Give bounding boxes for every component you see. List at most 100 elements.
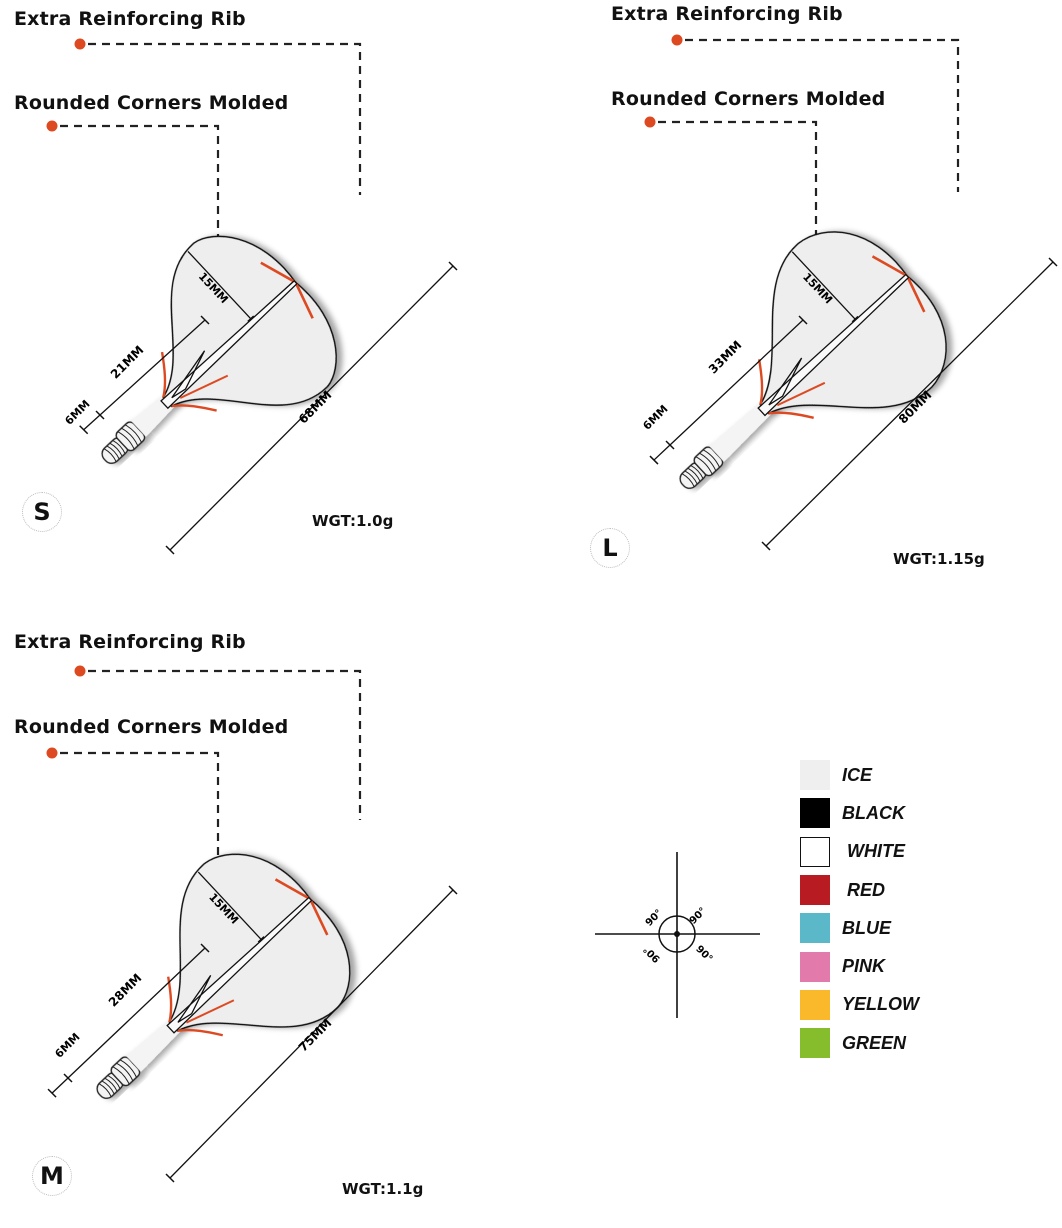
- legend-label: YELLOW: [842, 994, 919, 1015]
- thread-length-label: 6MM: [52, 1030, 82, 1060]
- collar-ring: [124, 424, 142, 443]
- shaft-length-label: 21MM: [108, 343, 147, 382]
- angle-arc: [658, 915, 678, 935]
- width-dimension-tick: [247, 315, 255, 322]
- legend-item: BLACK: [800, 794, 919, 832]
- color-swatch: [800, 1028, 830, 1059]
- size-badge: L: [590, 528, 630, 568]
- callout-corners-label: Rounded Corners Molded: [14, 92, 289, 114]
- thread-groove: [681, 473, 695, 488]
- flight-slot: [171, 350, 206, 399]
- angle-label: 90°: [693, 944, 714, 965]
- reinforcing-rib-edge: [294, 281, 314, 319]
- reinforcing-rib-edge: [871, 255, 908, 278]
- thread-groove: [109, 442, 123, 457]
- collar-ring: [116, 1062, 134, 1082]
- angle-arc: [676, 915, 696, 935]
- rounded-corner-edge: [177, 1028, 224, 1037]
- angle-arc: [658, 933, 678, 953]
- weight-label: WGT:1.15g: [893, 550, 985, 568]
- color-swatch: [800, 836, 830, 867]
- weight-label: WGT:1.1g: [342, 1180, 424, 1198]
- shaft-body: [708, 399, 775, 462]
- dimension-end-tick: [79, 425, 89, 435]
- rounded-corner-edge: [757, 359, 764, 405]
- panel-size-s: Extra Reinforcing Rib Rounded Corners Mo…: [0, 0, 500, 600]
- legend-label: PINK: [842, 956, 886, 977]
- color-swatch: [800, 989, 830, 1020]
- size-badge: M: [32, 1156, 72, 1196]
- width-dimension-tick: [851, 315, 859, 323]
- thread-groove: [684, 470, 698, 485]
- thread-groove: [104, 1077, 118, 1092]
- angle-diagram: 90° 90° 90° 90°: [595, 852, 760, 1018]
- rib-leader-line: [88, 669, 362, 820]
- thread-groove: [98, 1083, 112, 1098]
- total-length-line: [765, 261, 1054, 547]
- flight-slot-edge: [185, 999, 235, 1024]
- angle-label: 90°: [642, 943, 663, 964]
- legend-label: ICE: [842, 764, 873, 785]
- thread-length-label: 6MM: [62, 397, 92, 427]
- thread-length-line: [653, 444, 671, 461]
- size-badge: S: [22, 492, 62, 532]
- flight-slot: [768, 357, 803, 406]
- reinforcing-rib-edge: [308, 898, 329, 936]
- reinforcing-rib-edge: [260, 261, 297, 284]
- legend-label: WHITE: [847, 841, 905, 862]
- width-dimension-line: [791, 251, 856, 320]
- callout-dot: [46, 747, 58, 759]
- width-dimension-tick: [257, 936, 265, 943]
- total-length-line: [169, 265, 454, 551]
- legend-item: ICE: [800, 756, 919, 794]
- rounded-corner-edge: [166, 976, 173, 1023]
- legend-label: GREEN: [842, 1032, 907, 1053]
- collar-ring: [119, 1059, 137, 1078]
- flight-spine: [757, 273, 910, 417]
- shaft-body: [125, 1016, 184, 1072]
- panel-size-m: Extra Reinforcing Rib Rounded Corners Mo…: [0, 628, 500, 1228]
- rounded-corner-edge: [171, 404, 217, 412]
- shaft-length-label: 33MM: [706, 338, 745, 377]
- color-swatch: [800, 875, 830, 906]
- flight-spine: [166, 896, 313, 1034]
- shaft-length-line: [99, 319, 206, 416]
- dimension-end-tick: [665, 440, 675, 450]
- flight-slot-edge: [179, 374, 229, 399]
- color-legend: ICE BLACK WHITE RED BLUE PINK YELLOW GREEN: [800, 756, 919, 1062]
- callout-rib-label: Extra Reinforcing Rib: [14, 631, 246, 653]
- legend-label: BLACK: [842, 802, 905, 823]
- width-dimension-line: [187, 250, 252, 320]
- thread-groove: [107, 1075, 121, 1089]
- collar-ring: [112, 1066, 130, 1085]
- dimension-end-tick: [798, 315, 808, 325]
- flight-slot-edge: [776, 381, 826, 407]
- width-dimension-line: [197, 871, 262, 940]
- legend-item: BLUE: [800, 909, 919, 947]
- dimension-end-tick: [1048, 257, 1058, 267]
- legend-item: WHITE: [800, 833, 919, 871]
- angle-arc: [676, 933, 696, 953]
- dimension-end-tick: [165, 1173, 175, 1183]
- legend-item: YELLOW: [800, 986, 919, 1024]
- dimension-end-tick: [448, 885, 458, 895]
- dart-body: 15MM: [679, 231, 947, 489]
- corners-leader-line: [60, 751, 220, 928]
- legend-item: PINK: [800, 947, 919, 985]
- collar-ring: [699, 452, 717, 472]
- thread-groove: [687, 467, 701, 482]
- callout-dot: [74, 38, 86, 50]
- color-swatch: [800, 913, 830, 944]
- legend-item: RED: [800, 871, 919, 909]
- thread-groove: [106, 445, 120, 460]
- legend-label: BLUE: [842, 917, 891, 938]
- callout-rib-label: Extra Reinforcing Rib: [611, 3, 843, 25]
- dimension-end-tick: [63, 1073, 73, 1083]
- reinforcing-rib-edge: [274, 878, 311, 901]
- color-swatch: [800, 951, 830, 982]
- thread-length-label: 6MM: [640, 402, 670, 432]
- legend-item: GREEN: [800, 1024, 919, 1062]
